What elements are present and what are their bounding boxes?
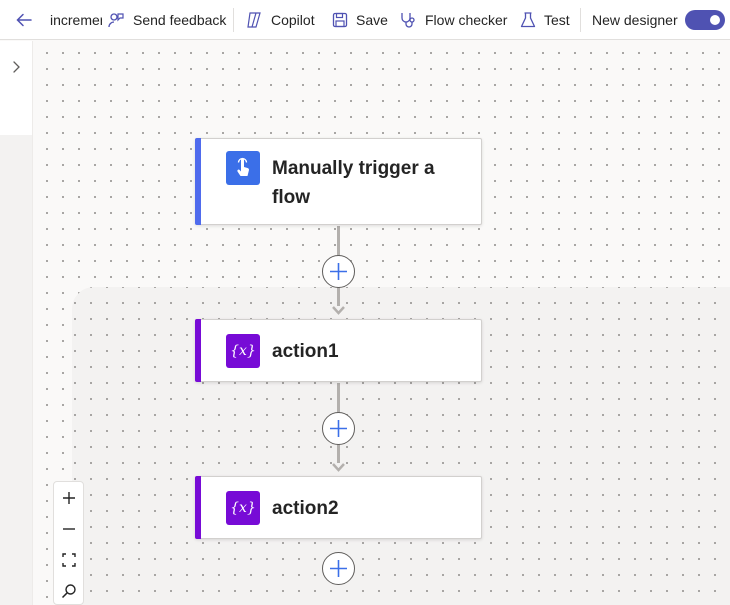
- save-button[interactable]: Save: [332, 0, 388, 40]
- save-label: Save: [356, 12, 388, 28]
- person-feedback-icon: [108, 13, 124, 28]
- copilot-icon: [247, 12, 261, 28]
- minus-icon: [62, 527, 75, 530]
- plus-icon: [330, 420, 347, 437]
- copilot-button[interactable]: Copilot: [245, 0, 315, 40]
- send-feedback-label: Send feedback: [133, 12, 227, 28]
- plus-icon: [330, 263, 347, 280]
- designer-toolbar: increment Send feedback Copilot Save Flo…: [0, 0, 730, 40]
- flow-checker-button[interactable]: Flow checker: [399, 0, 507, 40]
- plus-icon: [62, 491, 75, 504]
- flow-name[interactable]: increment: [50, 12, 102, 28]
- insert-step-button[interactable]: [322, 255, 355, 288]
- action-title: action1: [272, 341, 339, 362]
- expand-panel-button[interactable]: [8, 59, 24, 80]
- beaker-icon: [520, 12, 536, 28]
- copilot-label: Copilot: [271, 12, 315, 28]
- card-accent-bar: [195, 319, 201, 382]
- plus-icon: [330, 560, 347, 577]
- trigger-title: Manually trigger a flow: [272, 158, 435, 208]
- zoom-controls: [53, 481, 84, 605]
- side-panel-header: [0, 41, 32, 135]
- arrow-left-icon: [16, 13, 32, 27]
- fit-view-icon: [61, 552, 76, 567]
- action-card[interactable]: {x} action2: [195, 476, 482, 539]
- touch-hand-icon: [226, 151, 260, 185]
- insert-step-button[interactable]: [322, 552, 355, 585]
- toggle-knob: [710, 15, 720, 25]
- zoom-in-button[interactable]: [54, 482, 83, 513]
- test-label: Test: [544, 12, 570, 28]
- back-button[interactable]: [14, 10, 34, 35]
- test-button[interactable]: Test: [520, 0, 570, 40]
- fit-view-button[interactable]: [54, 544, 83, 575]
- toolbar-divider: [233, 8, 234, 32]
- trigger-card[interactable]: Manually trigger a flow: [195, 138, 482, 225]
- search-icon: [61, 583, 76, 598]
- flow-checker-label: Flow checker: [425, 12, 508, 28]
- search-button[interactable]: [54, 575, 83, 605]
- side-panel: [0, 41, 33, 605]
- zoom-out-button[interactable]: [54, 513, 83, 544]
- send-feedback-button[interactable]: Send feedback: [107, 0, 226, 40]
- action-title: action2: [272, 498, 339, 519]
- save-icon: [332, 12, 348, 28]
- toolbar-divider: [580, 8, 581, 32]
- arrow-down-icon: [332, 463, 345, 472]
- arrow-down-icon: [332, 306, 345, 315]
- card-accent-bar: [195, 476, 201, 539]
- insert-step-button[interactable]: [322, 412, 355, 445]
- new-designer-label: New designer: [592, 12, 678, 28]
- variable-icon: {x}: [226, 491, 260, 525]
- stethoscope-icon: [401, 13, 415, 28]
- card-accent-bar: [195, 138, 201, 225]
- action-card[interactable]: {x} action1: [195, 319, 482, 382]
- chevron-right-icon: [13, 61, 20, 73]
- new-designer-toggle[interactable]: [685, 10, 725, 30]
- variable-icon: {x}: [226, 334, 260, 368]
